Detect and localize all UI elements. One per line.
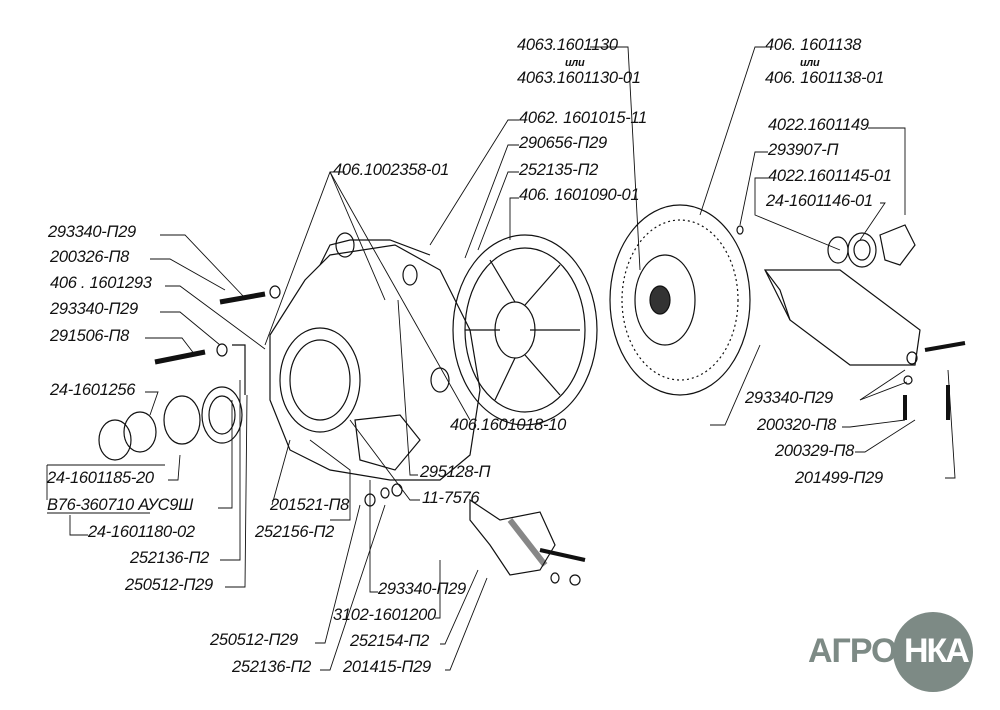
part-label: 293907-П (768, 141, 839, 159)
part-label: 406 . 1601293 (50, 274, 152, 292)
part-label: 252154-П2 (350, 632, 429, 650)
part-label: 24-1601185-20 (47, 469, 154, 487)
release-fork (364, 483, 586, 586)
part-label: 295128-П (420, 463, 491, 481)
part-label: 252135-П2 (519, 161, 598, 179)
part-label: 252156-П2 (255, 523, 334, 541)
bell-housing (269, 232, 481, 481)
part-label: 201521-П8 (270, 496, 349, 514)
part-label: 200320-П8 (757, 416, 836, 434)
part-label: 293340-П29 (50, 300, 138, 318)
part-label: 406.1002358-01 (333, 161, 449, 179)
part-label: 252136-П2 (232, 658, 311, 676)
part-label: 4022.1601145-01 (768, 167, 892, 185)
pressure-plate (452, 234, 598, 426)
washers (736, 224, 916, 268)
part-label: 293340-П29 (745, 389, 833, 407)
part-label: 252136-П2 (130, 549, 209, 567)
part-label: 24-1601146-01 (766, 192, 873, 210)
part-label-or: или (565, 57, 585, 69)
part-label: 201499-П29 (795, 469, 883, 487)
logo-text-part2: НКА (904, 632, 970, 670)
bracket (764, 269, 921, 366)
part-label: 200326-П8 (50, 248, 129, 266)
part-label: В76-360710 АУС9Ш (47, 496, 194, 514)
part-label: 291506-П8 (50, 327, 129, 345)
part-label: 4022.1601149 (768, 116, 869, 134)
part-label: 201415-П29 (343, 658, 431, 676)
part-label: 4063.1601130-01 (517, 69, 641, 87)
part-label: 406. 1601090-01 (519, 186, 640, 204)
part-label: 293340-П29 (378, 580, 466, 598)
part-label: 290656-П29 (519, 134, 607, 152)
part-label: 293340-П29 (48, 223, 136, 241)
part-label: 11-7576 (422, 489, 480, 507)
part-label: 406. 1601138-01 (765, 69, 885, 87)
agronka-logo: АГРО НКА (808, 612, 988, 692)
logo-circle (893, 612, 973, 692)
part-label: 250512-П29 (210, 631, 298, 649)
part-label: 200329-П8 (775, 442, 854, 460)
part-label: 406.1601018-10 (450, 416, 566, 434)
bolts-left (154, 285, 281, 395)
part-label: 4063.1601130 (517, 36, 618, 54)
part-label: 24-1601256 (50, 381, 136, 399)
part-label-or: или (800, 57, 820, 69)
leader-lines (46, 46, 956, 671)
bolts-right (903, 341, 966, 420)
clutch-disc (609, 204, 751, 396)
part-label: 3102-1601200 (333, 606, 436, 624)
part-label: 4062. 1601015-11 (519, 109, 647, 127)
logo-text-part1: АГРО (808, 632, 898, 670)
part-label: 406. 1601138 (765, 36, 862, 54)
part-label: 24-1601180-02 (88, 523, 195, 541)
release-bearing (98, 386, 243, 461)
part-label: 250512-П29 (125, 576, 213, 594)
